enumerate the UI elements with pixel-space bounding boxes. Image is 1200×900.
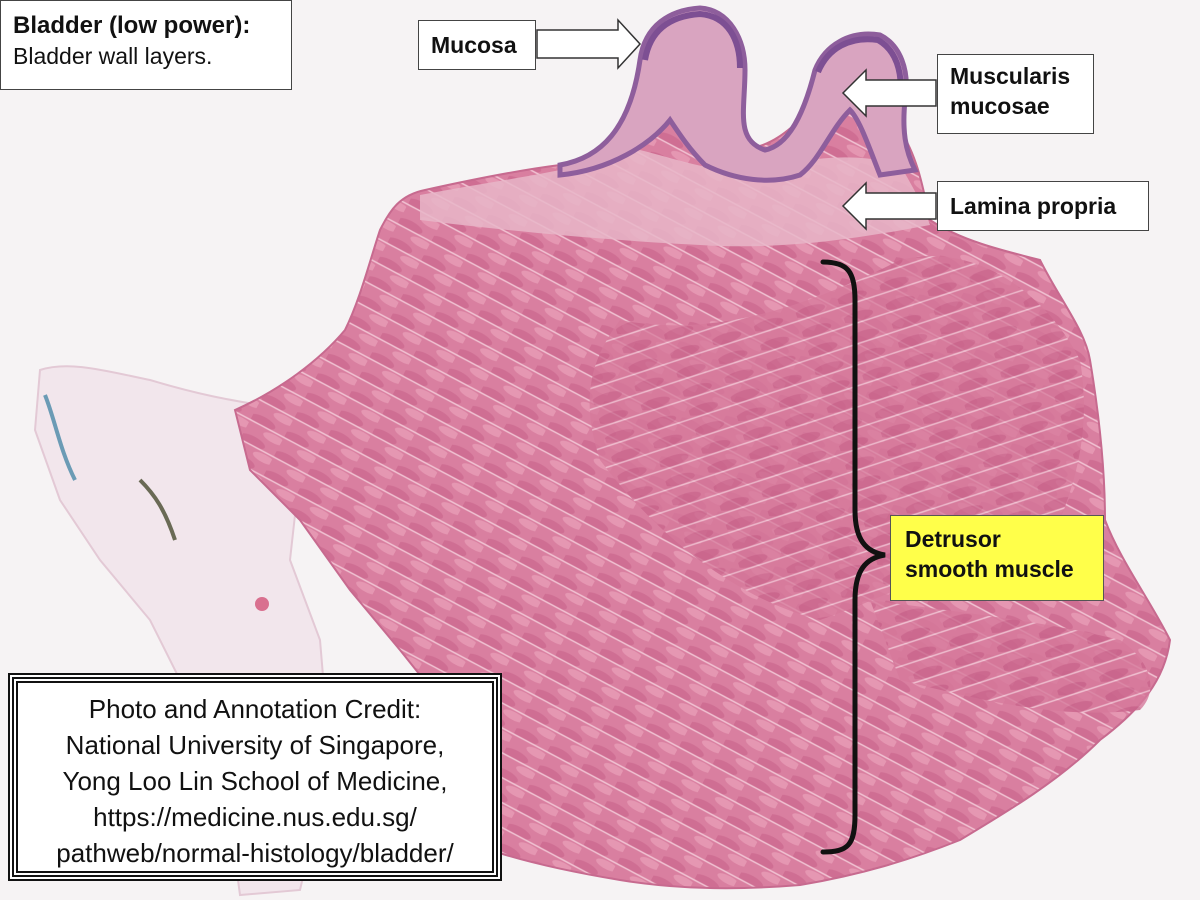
credit-line-2: National University of Singapore, <box>65 730 445 760</box>
muscularis-mucosae-line2: mucosae <box>950 93 1050 119</box>
title-heading: Bladder (low power): <box>13 12 251 39</box>
detrusor-line2: smooth muscle <box>905 556 1074 582</box>
detrusor-label: Detrusor smooth muscle <box>890 515 1104 601</box>
credit-line-5: pathweb/normal-histology/bladder/ <box>56 838 454 868</box>
muscularis-mucosae-label: Muscularis mucosae <box>937 54 1094 134</box>
title-box: Bladder (low power): Bladder wall layers… <box>0 0 292 90</box>
lamina-propria-arrow <box>841 181 937 231</box>
credit-line-4: https://medicine.nus.edu.sg/ <box>93 802 417 832</box>
title-subtitle: Bladder wall layers. <box>13 43 213 69</box>
lamina-propria-label: Lamina propria <box>937 181 1149 231</box>
mucosa-label: Mucosa <box>418 20 536 70</box>
detrusor-brace <box>820 259 886 855</box>
credit-line-1: Photo and Annotation Credit: <box>88 694 422 724</box>
muscularis-mucosae-line1: Muscularis <box>950 63 1071 89</box>
credit-box: Photo and Annotation Credit: National Un… <box>8 673 502 881</box>
mucosa-arrow <box>536 18 642 70</box>
muscularis-mucosae-arrow <box>841 68 937 118</box>
credit-line-3: Yong Loo Lin School of Medicine, <box>62 766 448 796</box>
detrusor-line1: Detrusor <box>905 526 1001 552</box>
